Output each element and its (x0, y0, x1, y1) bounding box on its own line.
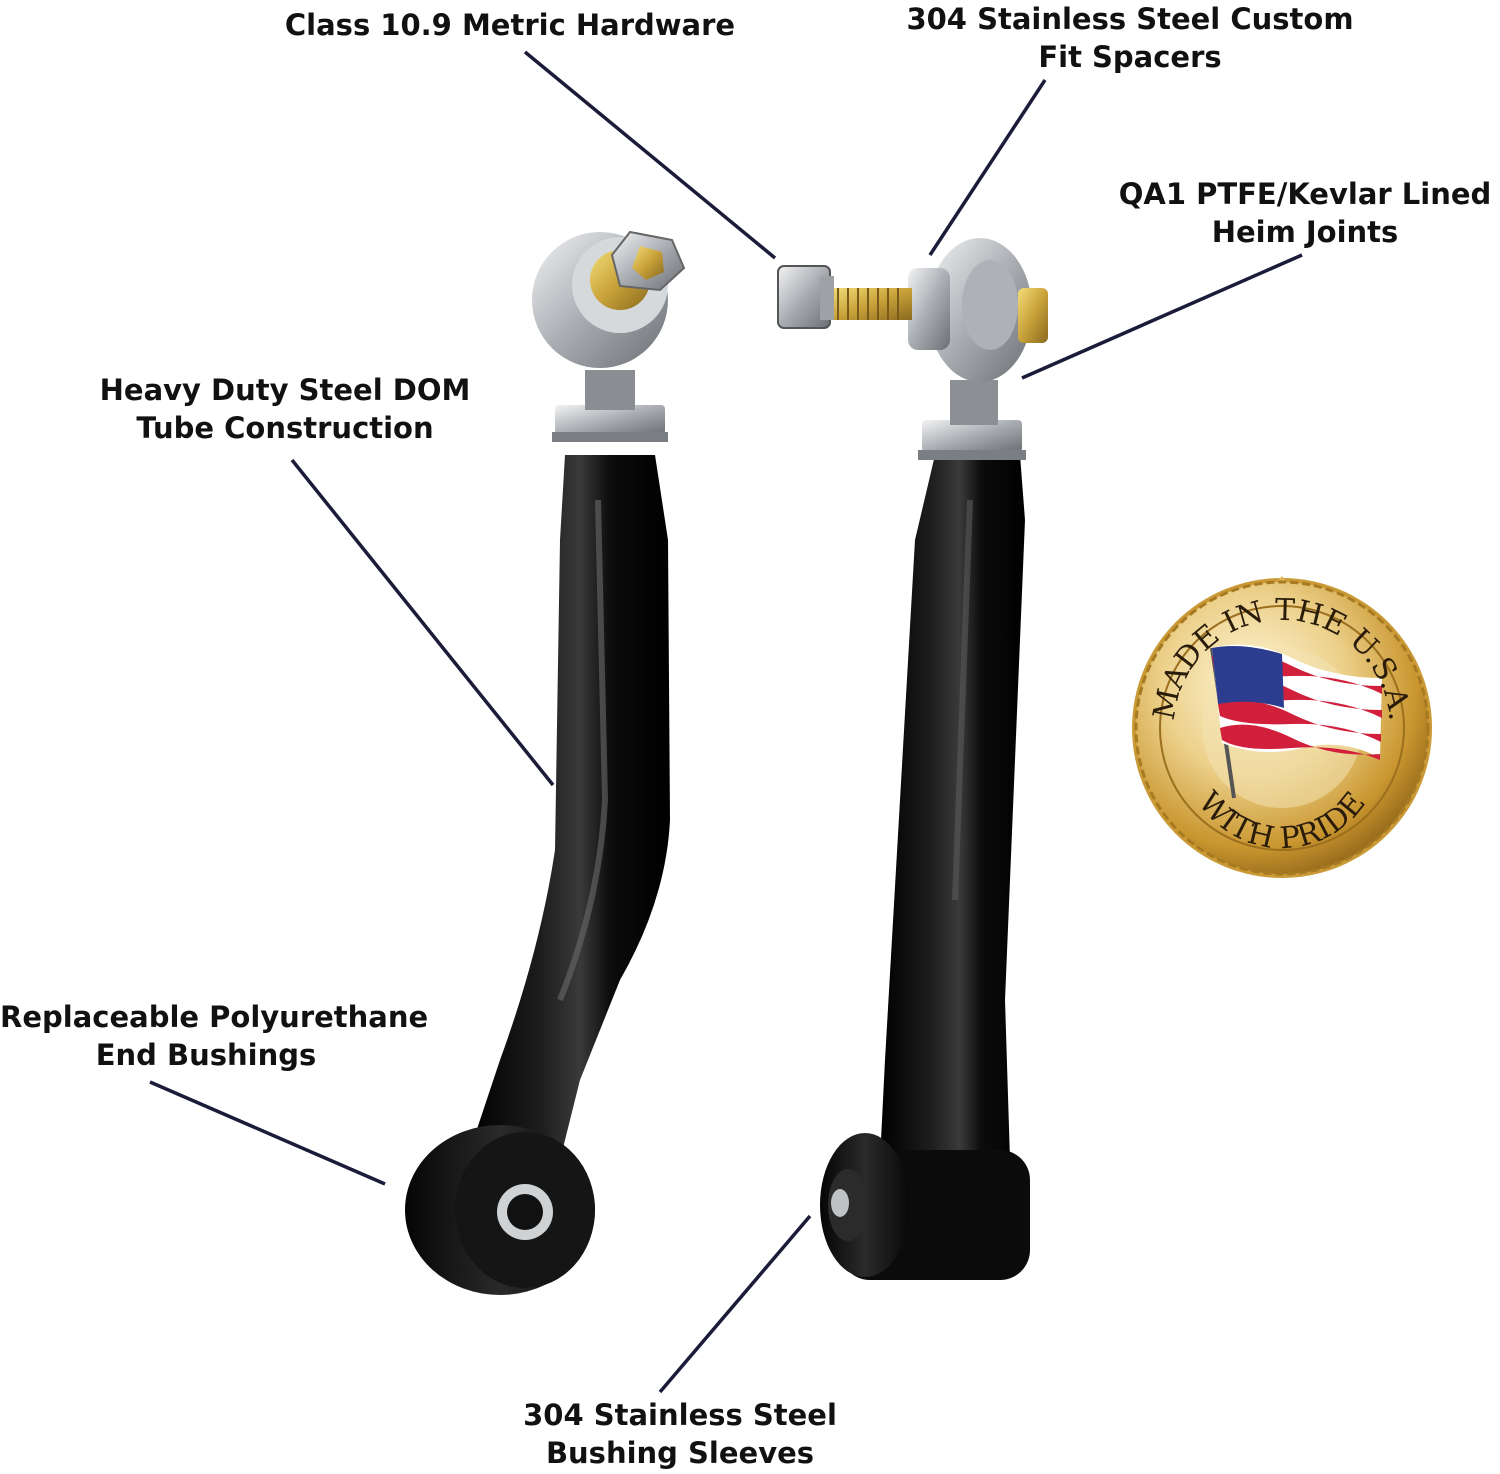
callout-dom: Heavy Duty Steel DOM Tube Construction (85, 371, 485, 447)
callout-heim-line2: Heim Joints (1211, 215, 1399, 249)
callout-dom-line2: Tube Construction (136, 411, 434, 445)
leader-sleeves (658, 1214, 812, 1394)
leader-bushings (149, 1080, 386, 1186)
callout-dom-line1: Heavy Duty Steel DOM (99, 373, 471, 407)
callout-heim-line1: QA1 PTFE/Kevlar Lined (1118, 177, 1492, 211)
callout-sleeves-line1: 304 Stainless Steel (523, 1398, 837, 1432)
right-track-bar-arm (777, 238, 1048, 1280)
callout-spacers-line2: Fit Spacers (1038, 40, 1222, 74)
callout-bushings-line2: End Bushings (95, 1038, 317, 1072)
callout-leader-lines (149, 50, 1303, 1394)
leader-dom (290, 458, 555, 787)
callout-bushings: Replaceable Polyurethane End Bushings (0, 998, 429, 1074)
leader-spacers (928, 79, 1047, 256)
made-in-usa-seal: MADE IN THE U.S.A. WITH PRIDE (1132, 576, 1432, 878)
callout-spacers: 304 Stainless Steel Custom Fit Spacers (880, 0, 1380, 76)
callout-bushings-line1: Replaceable Polyurethane (0, 1000, 429, 1034)
left-track-bar-arm (405, 230, 686, 1295)
callout-spacers-line1: 304 Stainless Steel Custom (906, 2, 1354, 36)
us-flag-icon (1210, 644, 1382, 799)
callout-sleeves-line2: Bushing Sleeves (545, 1436, 815, 1470)
leader-hardware (523, 50, 777, 260)
callout-sleeves: 304 Stainless Steel Bushing Sleeves (490, 1396, 870, 1472)
callout-heim: QA1 PTFE/Kevlar Lined Heim Joints (1115, 175, 1495, 251)
leader-heim (1021, 253, 1303, 380)
callout-hardware: Class 10.9 Metric Hardware (255, 6, 765, 44)
callout-hardware-line1: Class 10.9 Metric Hardware (284, 8, 736, 42)
